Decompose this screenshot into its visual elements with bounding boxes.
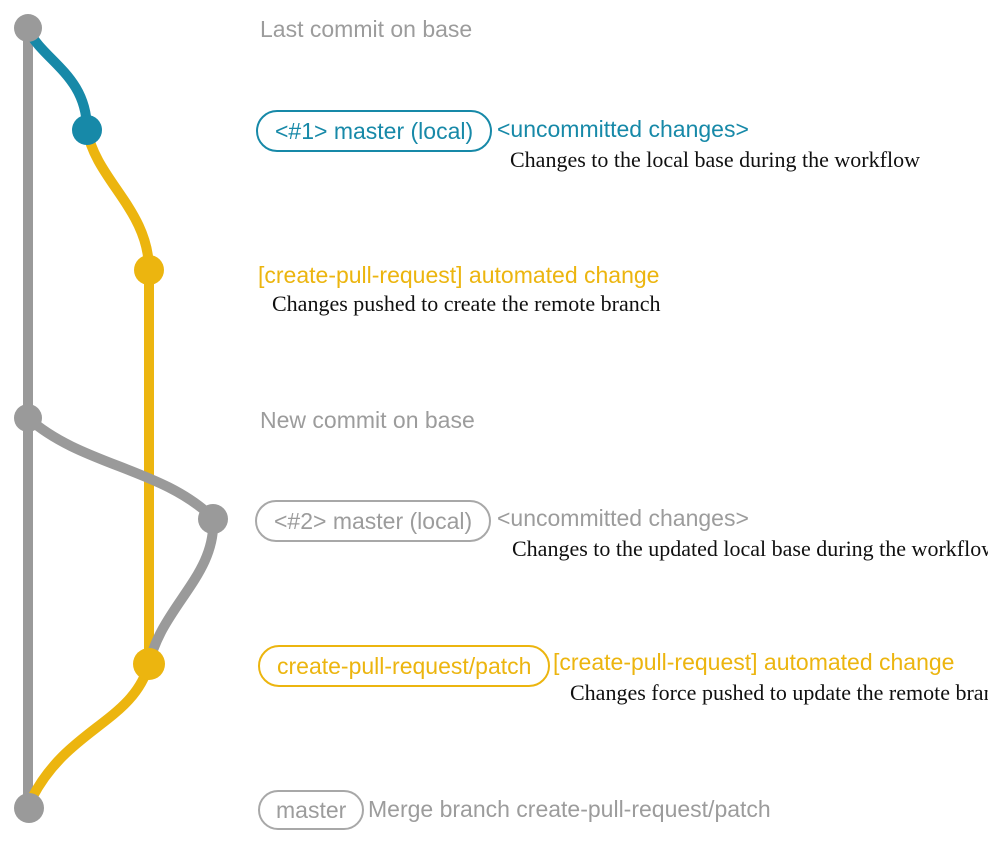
heading-automated-change-2: [create-pull-request] automated change [553, 649, 955, 675]
branch-tag-master: master [258, 790, 365, 830]
heading-uncommitted-changes-1: <uncommitted changes> [497, 116, 749, 142]
branch-tag-master-local-2: <#2> master (local) [255, 500, 492, 542]
heading-uncommitted-changes-2: <uncommitted changes> [497, 505, 749, 531]
commit-dot-patch-2 [133, 648, 165, 680]
desc-automated-change-1: Changes pushed to create the remote bran… [272, 291, 661, 316]
uncommitted-branch-line-2 [23, 413, 218, 523]
commit-dot-last-base [14, 14, 42, 42]
label-last-commit-on-base: Last commit on base [260, 16, 473, 42]
branch-tag-create-pull-request-patch: create-pull-request/patch [258, 645, 551, 687]
desc-uncommitted-changes-2: Changes to the updated local base during… [512, 536, 988, 561]
branch-tag-master-local-1: <#1> master (local) [256, 110, 493, 152]
label-new-commit-on-base: New commit on base [260, 407, 475, 433]
commit-dot-patch-1 [134, 255, 164, 285]
commit-dot-merge [14, 793, 44, 823]
commit-dot-new-base [14, 404, 42, 432]
patch-branch-line [82, 125, 154, 669]
commit-dot-uncommitted-2 [198, 504, 228, 534]
heading-merge-branch: Merge branch create-pull-request/patch [368, 796, 771, 822]
commit-dot-uncommitted-1 [72, 115, 102, 145]
heading-automated-change-1: [create-pull-request] automated change [258, 262, 660, 288]
desc-uncommitted-changes-1: Changes to the local base during the wor… [510, 147, 920, 172]
desc-automated-change-2: Changes force pushed to update the remot… [570, 680, 988, 705]
patch-merge-line [27, 659, 154, 803]
uncommitted-branch-line-1 [23, 25, 92, 135]
rebase-line [144, 513, 219, 669]
